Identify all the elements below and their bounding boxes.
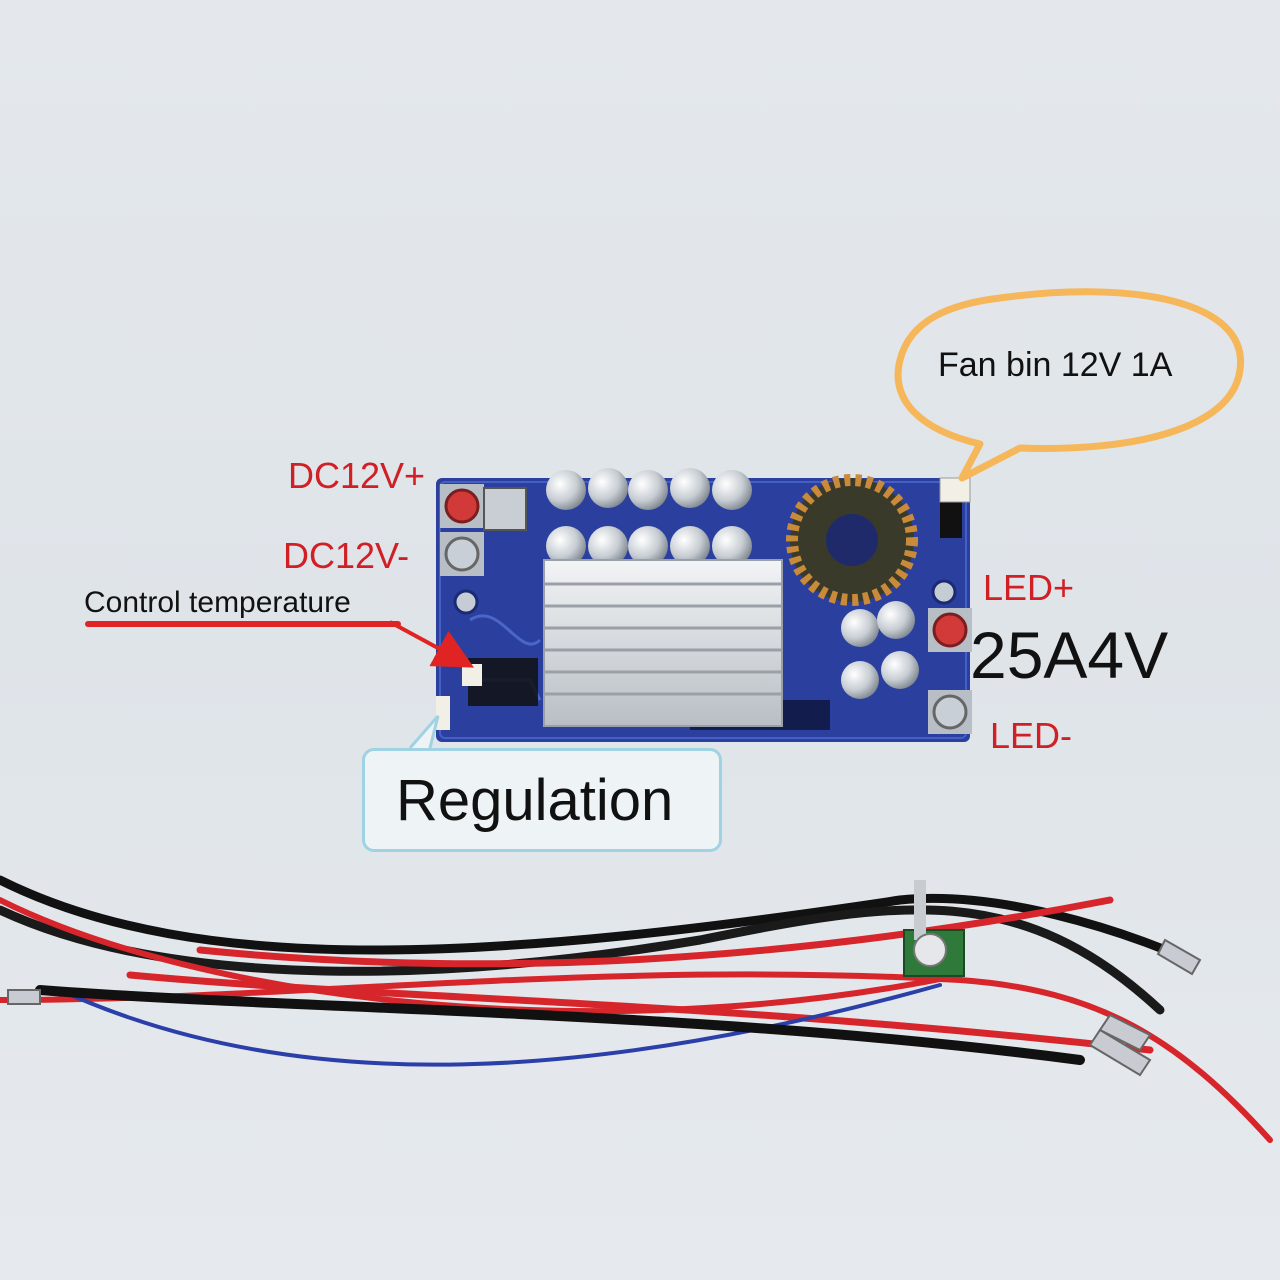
terminal-dc-plus [440, 484, 484, 528]
heatsink [543, 559, 783, 727]
potentiometer [903, 880, 965, 977]
regulation-callout-box [362, 748, 722, 852]
spade-terminals [7, 938, 1202, 1077]
fan-connector [939, 477, 971, 503]
fan-bubble-text: Fan bin 12V 1A [938, 346, 1173, 384]
dc12v-plus-label: DC12V+ [288, 455, 426, 496]
fan-speech-bubble [894, 288, 1244, 482]
temp-connector [462, 664, 482, 686]
capacitor-bank [546, 468, 919, 699]
inductor-small [483, 487, 527, 531]
regulation-label: Regulation [396, 768, 674, 833]
dc12v-minus-label: DC12V- [283, 535, 410, 576]
wire-harness [0, 875, 1273, 1143]
regulation-callout-tail [408, 715, 440, 749]
terminal-led-plus [928, 608, 972, 652]
terminal-led-minus [928, 690, 972, 734]
spec-label: 25A4V [970, 618, 1169, 692]
control-temperature-arrow [389, 620, 475, 668]
toroid-inductor [786, 474, 918, 606]
led-minus-label: LED- [990, 715, 1073, 756]
led-plus-label: LED+ [983, 567, 1075, 608]
terminal-dc-minus [440, 532, 484, 576]
regulation-connector [436, 696, 450, 730]
control-temperature-label: Control temperature [84, 586, 351, 619]
